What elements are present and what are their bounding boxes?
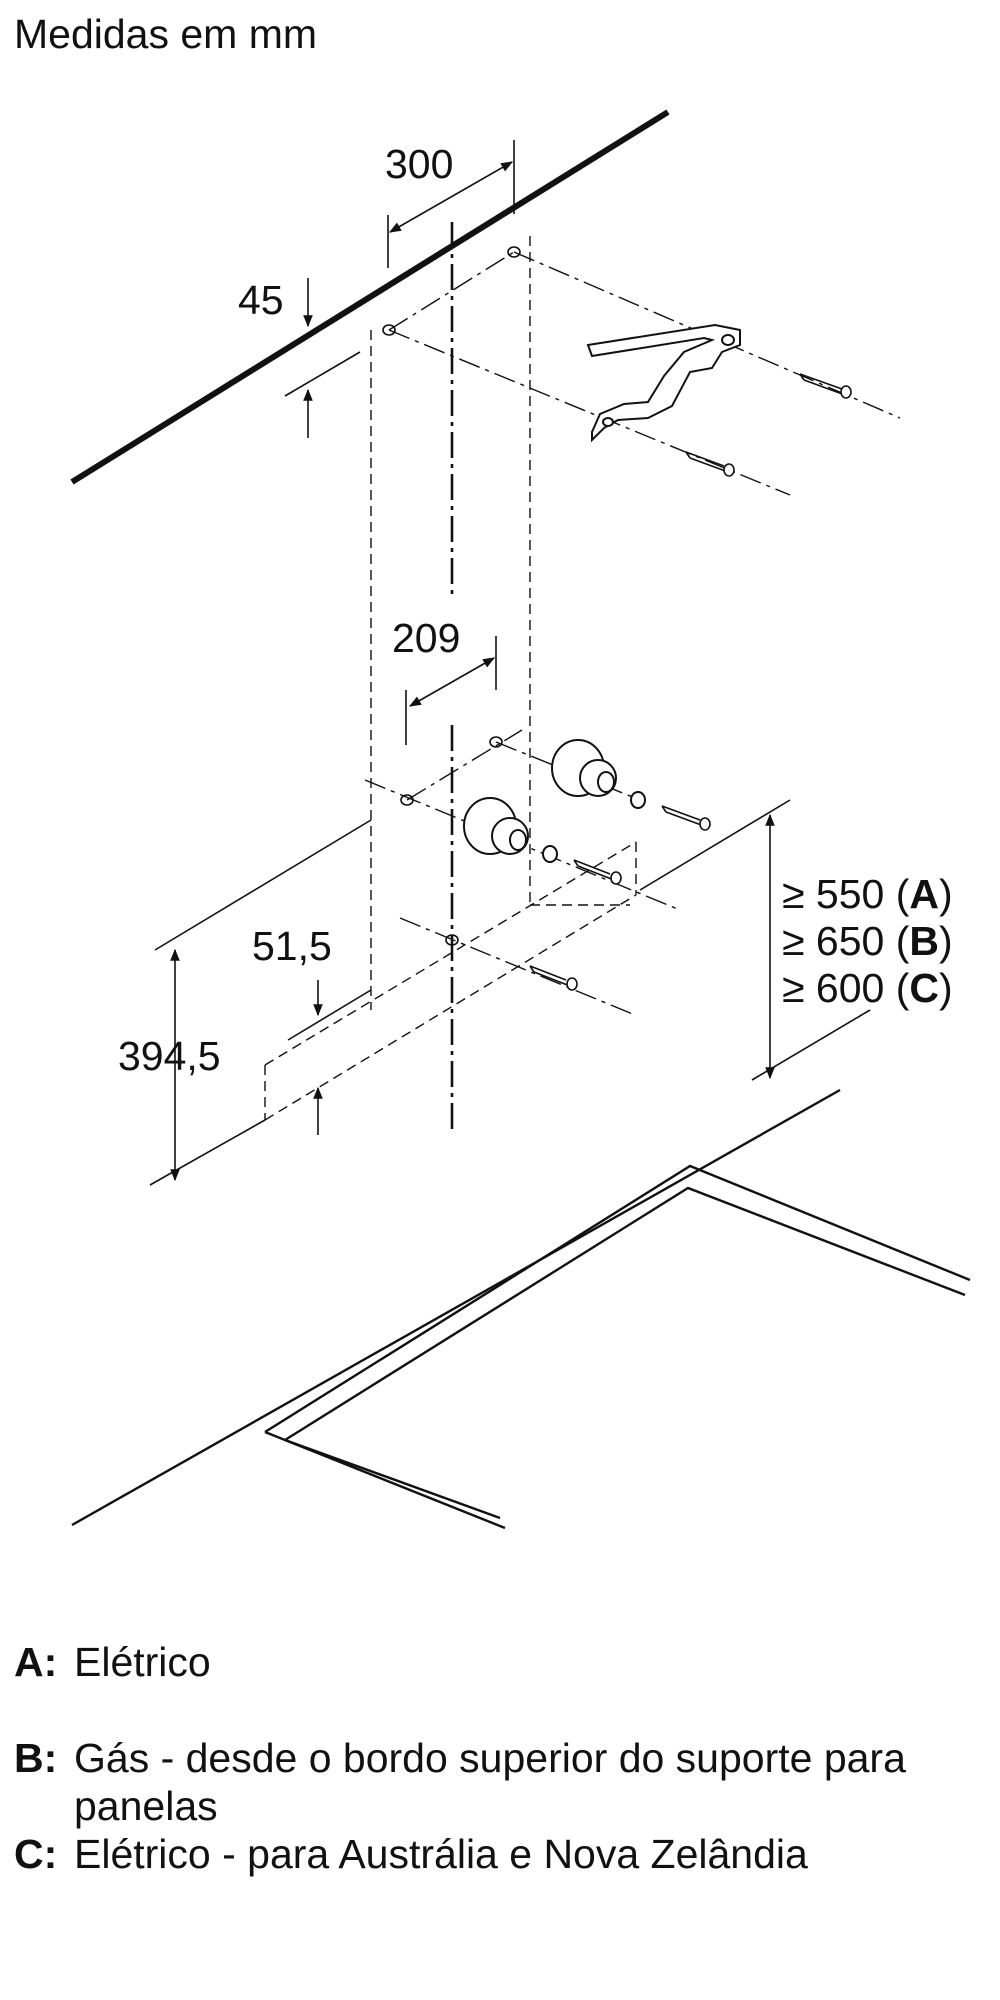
dimension-209-lines xyxy=(405,636,497,745)
ceiling-line xyxy=(70,109,670,485)
legend-text-a: Elétrico xyxy=(74,1639,211,1685)
dimension-51-5: 51,5 xyxy=(252,923,332,969)
dimension-300-lines xyxy=(387,140,515,268)
dimension-45-lines xyxy=(284,278,361,438)
dimension-51-5-lines xyxy=(287,980,372,1135)
dimension-45: 45 xyxy=(238,277,284,323)
page-title: Medidas em mm xyxy=(14,11,318,57)
legend-key-b: B: xyxy=(14,1735,58,1781)
cooktop xyxy=(71,1088,971,1530)
lower-fixing-holes xyxy=(400,736,503,946)
hood-outline-dashed xyxy=(264,236,637,1121)
dimension-394-5-lines xyxy=(149,819,372,1186)
upper-fixing-holes xyxy=(382,246,521,336)
wall-plugs xyxy=(463,739,646,863)
dimension-394-5: 394,5 xyxy=(118,1033,221,1079)
legend-text-b: Gás - desde o bordo superior do suporte … xyxy=(74,1735,906,1829)
lower-construction-lines xyxy=(364,729,681,1016)
clearance-C: ≥ 600 (C) xyxy=(782,965,953,1011)
clearance-A: ≥ 550 (A) xyxy=(782,871,953,917)
legend-text-c: Elétrico - para Austrália e Nova Zelândi… xyxy=(74,1831,808,1877)
clearance-B: ≥ 650 (B) xyxy=(782,918,953,964)
legend-key-c: C: xyxy=(14,1831,58,1877)
dimension-300: 300 xyxy=(385,141,453,187)
upper-screws xyxy=(685,373,852,477)
clearance-dimension-lines xyxy=(639,799,871,1081)
legend-key-a: A: xyxy=(14,1639,58,1685)
dimension-209: 209 xyxy=(392,615,460,661)
upper-construction-lines xyxy=(388,251,901,496)
wall-bracket xyxy=(586,323,741,443)
lower-screws xyxy=(529,805,711,991)
